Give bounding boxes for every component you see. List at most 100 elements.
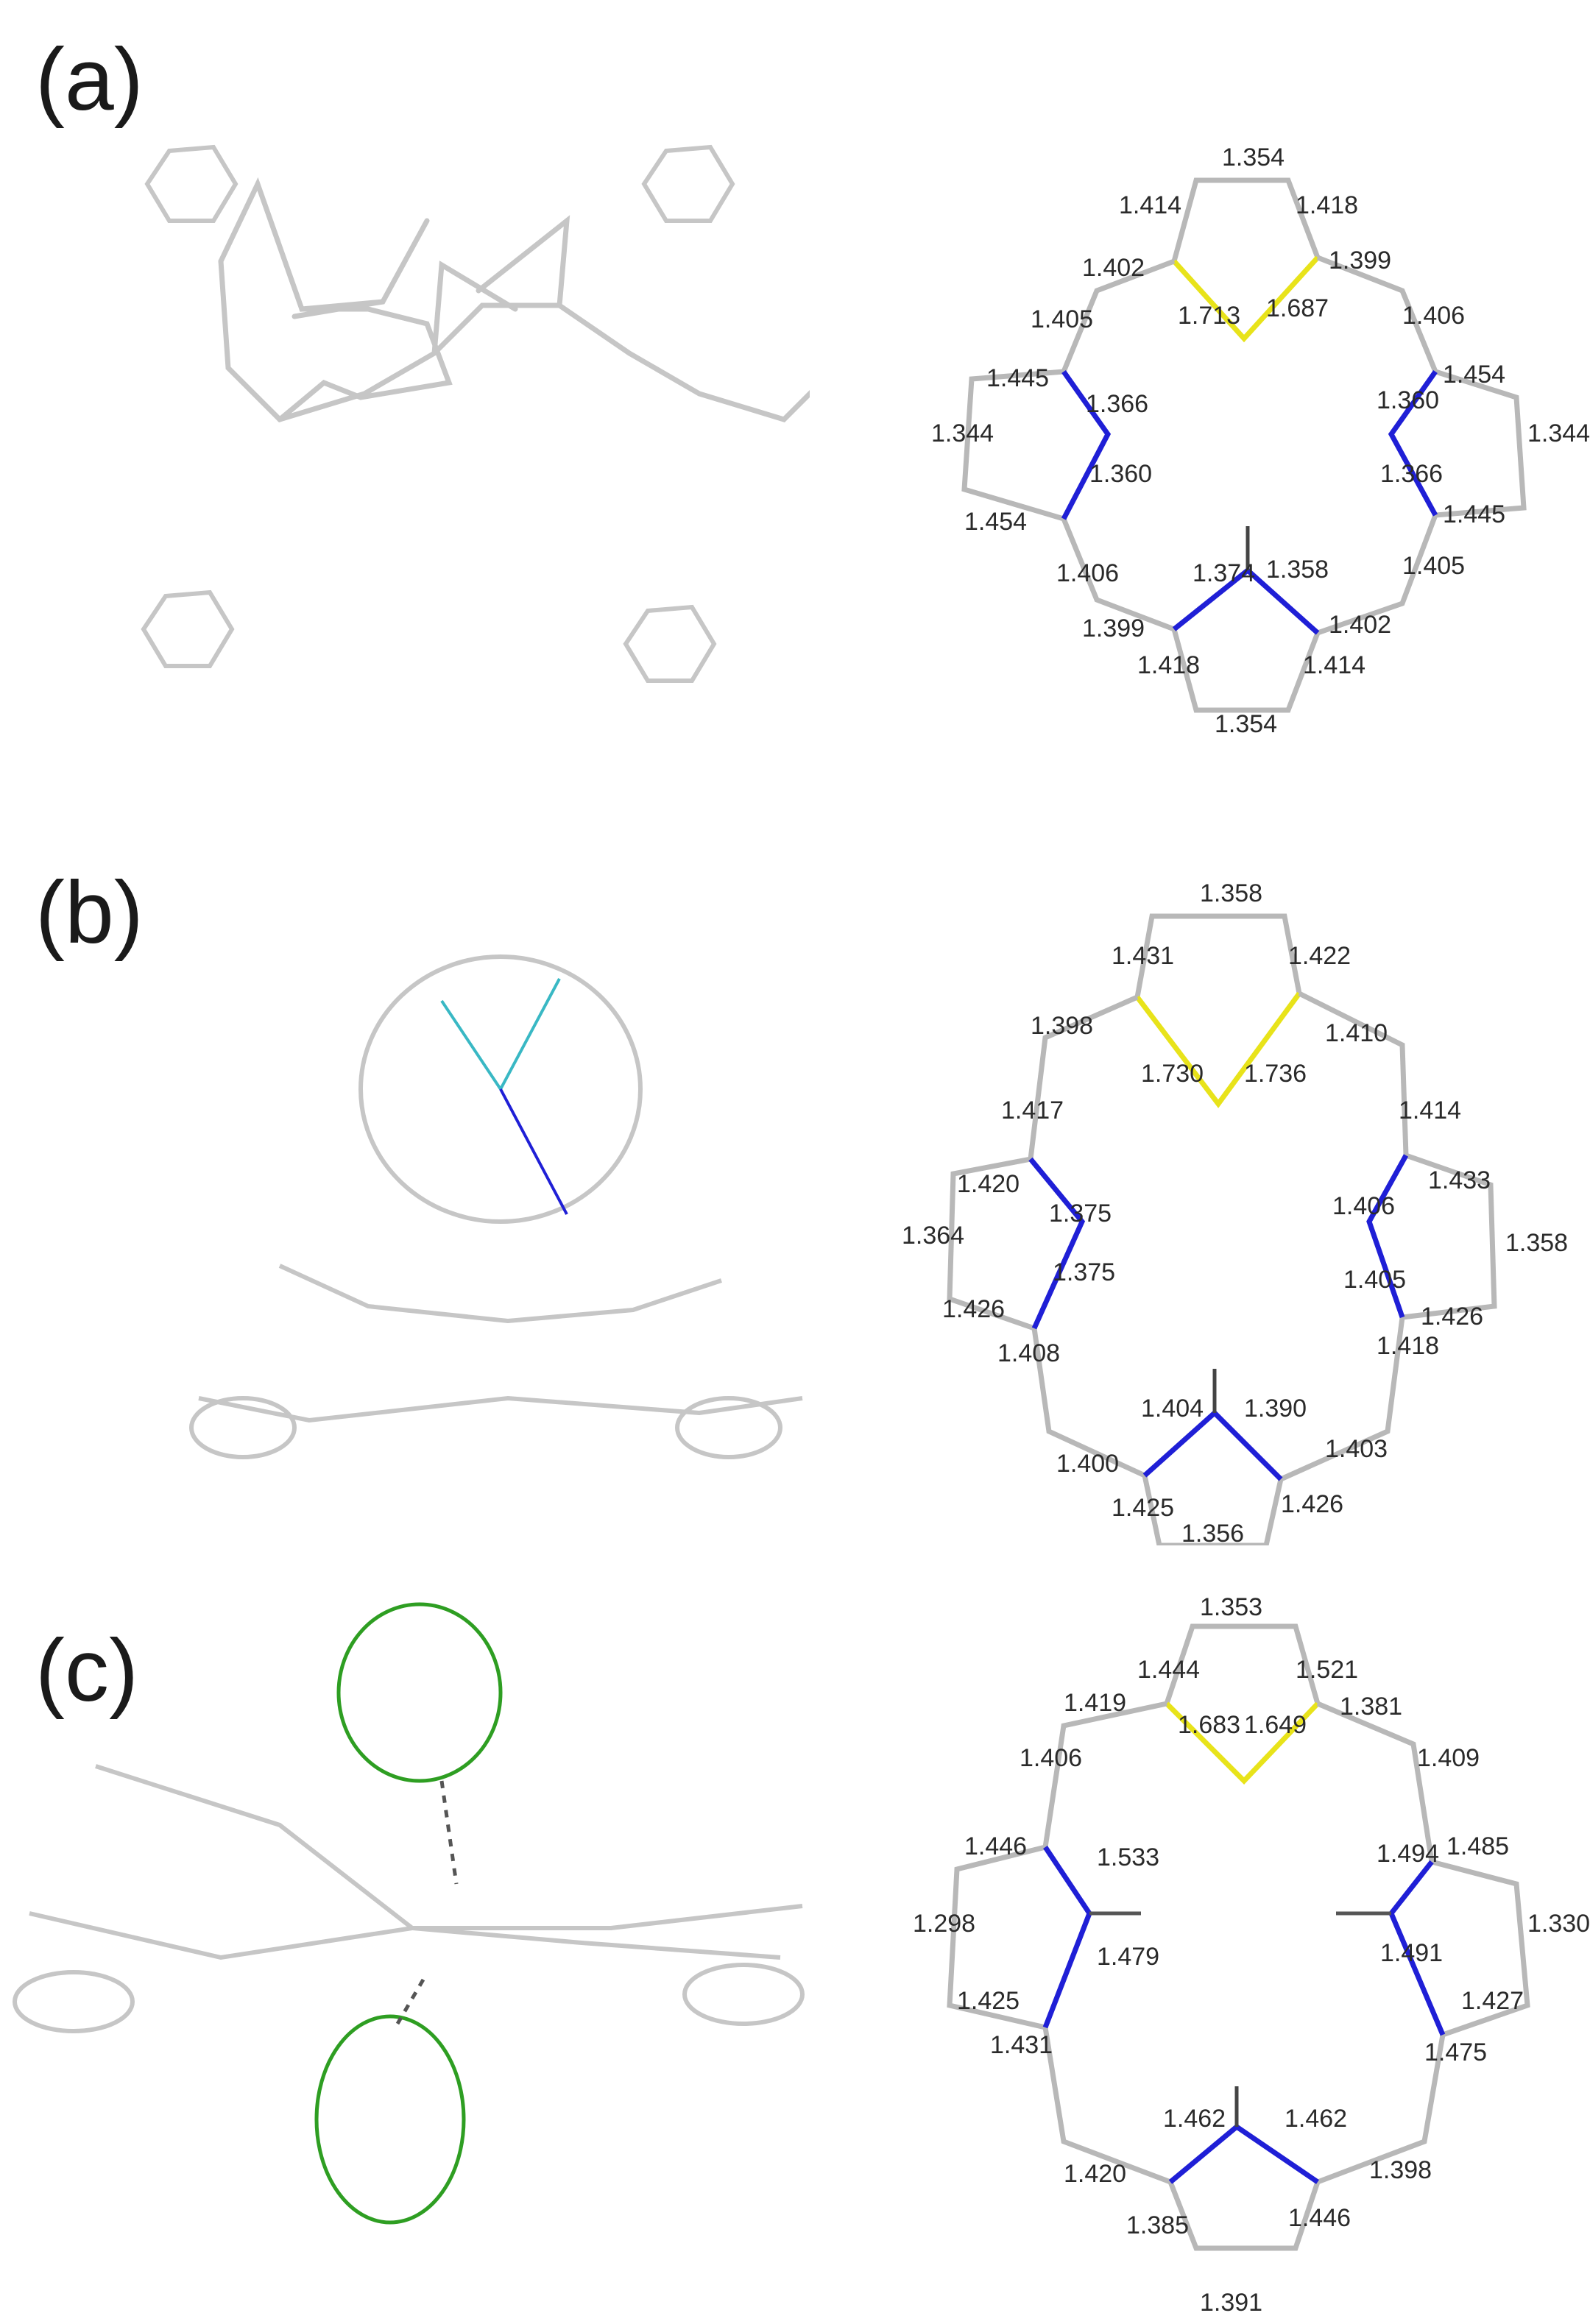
bond-label: 1.420: [1064, 2160, 1126, 2188]
bond-label: 1.390: [1244, 1395, 1307, 1423]
bond-label: 1.444: [1137, 1656, 1200, 1684]
bond-label: 1.736: [1244, 1060, 1307, 1088]
bond-length-diagram-c: 1.353 1.444 1.521 1.419 1.381 1.683 1.64…: [913, 1593, 1590, 2317]
bond-label: 1.353: [1200, 1593, 1262, 1621]
panel-b: (b) 1.358 1.431 1.422 1.398 1.410: [0, 780, 1590, 1545]
bond-label: 1.366: [1380, 460, 1443, 488]
bond-label: 1.445: [986, 364, 1049, 392]
bond-label: 1.426: [1421, 1303, 1483, 1331]
bond-label: 1.406: [1402, 302, 1465, 330]
molecule-structure-a: [141, 144, 810, 683]
bond-label: 1.425: [957, 1987, 1020, 2015]
bond-label: 1.375: [1049, 1200, 1112, 1227]
bond-label: 1.713: [1178, 302, 1240, 330]
bond-label: 1.358: [1505, 1229, 1568, 1257]
bond-label: 1.462: [1163, 2105, 1226, 2133]
bond-label: 1.410: [1325, 1019, 1388, 1047]
bond-label: 1.445: [1443, 500, 1505, 528]
bond-label: 1.730: [1141, 1060, 1204, 1088]
bond-label: 1.356: [1181, 1520, 1244, 1545]
bond-label: 1.454: [964, 508, 1027, 536]
bond-label: 1.462: [1285, 2105, 1347, 2133]
bond-label: 1.454: [1443, 361, 1505, 389]
bond-label: 1.433: [1428, 1166, 1491, 1194]
bond-label: 1.405: [1031, 305, 1093, 333]
bond-label: 1.330: [1527, 1910, 1590, 1938]
thiaporphyrin-b: [189, 1264, 803, 1459]
bond-label: 1.398: [1031, 1012, 1093, 1040]
bond-label: 1.354: [1215, 710, 1277, 738]
bond-label: 1.422: [1288, 942, 1351, 970]
bond-label: 1.475: [1424, 2038, 1487, 2066]
bond-label: 1.446: [964, 1832, 1027, 1860]
bond-label: 1.364: [902, 1222, 964, 1250]
phenyl-rings: [141, 144, 735, 683]
bond-length-diagram-b: 1.358 1.431 1.422 1.398 1.410 1.730 1.73…: [902, 879, 1568, 1545]
bond-label: 1.533: [1097, 1843, 1159, 1871]
bond-label: 1.418: [1296, 191, 1358, 219]
bond-label: 1.374: [1192, 559, 1255, 587]
bond-label: 1.399: [1082, 614, 1145, 642]
sbcl6-anions: [314, 1602, 503, 2225]
diagram-skeleton: [947, 1623, 1530, 2251]
thiaporphyrin-c: [13, 1764, 805, 2033]
panel-label: (b): [35, 863, 144, 962]
bond-length-diagram-a: 1.354 1.414 1.418 1.402 1.399 1.713 1.68…: [931, 144, 1590, 738]
thiophene-ring: [1171, 177, 1321, 262]
bond-label: 1.406: [1056, 559, 1119, 587]
bond-label: 1.491: [1380, 1939, 1443, 1967]
bond-label: 1.420: [957, 1170, 1020, 1198]
bond-label: 1.381: [1340, 1693, 1402, 1721]
bond-label: 1.403: [1325, 1435, 1388, 1463]
panel-c: (c) 1.353 1.444 1.521 1.41: [0, 1545, 1590, 2324]
bond-label: 1.405: [1343, 1266, 1406, 1294]
panel-label: (c): [35, 1621, 138, 1720]
bond-label: 1.402: [1329, 611, 1391, 639]
molecule-structure-c: [13, 1602, 805, 2225]
bond-label: 1.399: [1329, 247, 1391, 274]
bond-label: 1.414: [1119, 191, 1181, 219]
bond-label: 1.414: [1399, 1097, 1461, 1124]
bond-label: 1.683: [1178, 1711, 1240, 1739]
bond-label: 1.418: [1137, 651, 1200, 679]
bond-label: 1.405: [1402, 552, 1465, 580]
macrocycle-bonds: [218, 177, 810, 422]
bond-label: 1.431: [1112, 942, 1174, 970]
bond-label: 1.354: [1222, 144, 1285, 171]
bond-label: 1.425: [1112, 1494, 1174, 1522]
bond-label: 1.418: [1377, 1332, 1439, 1360]
bond-label: 1.408: [997, 1339, 1060, 1367]
crown-complex: [358, 954, 643, 1224]
bond-label: 1.426: [1281, 1490, 1343, 1518]
bond-label: 1.404: [1141, 1395, 1204, 1423]
bond-label: 1.414: [1303, 651, 1365, 679]
bond-label: 1.479: [1097, 1943, 1159, 1971]
bond-label: 1.446: [1288, 2204, 1351, 2232]
diagram-skeleton: [961, 177, 1527, 713]
bond-label: 1.649: [1244, 1711, 1307, 1739]
bond-label: 1.419: [1064, 1689, 1126, 1717]
bond-label: 1.298: [913, 1910, 975, 1938]
bond-label: 1.687: [1266, 294, 1329, 322]
bond-label: 1.360: [1377, 386, 1439, 414]
sulfur-bonds: [1172, 255, 1320, 343]
bond-label: 1.494: [1377, 1840, 1439, 1868]
molecule-structure-b: [189, 954, 803, 1459]
bond-label: 1.406: [1332, 1192, 1395, 1220]
panel-label: (a): [35, 30, 144, 129]
bond-label: 1.344: [931, 419, 994, 447]
bond-label: 1.360: [1089, 460, 1152, 488]
bond-label: 1.385: [1126, 2211, 1189, 2239]
bond-label: 1.406: [1020, 1744, 1082, 1772]
bond-label: 1.431: [990, 2031, 1053, 2059]
panel-a: (a) 1.354 1.414 1.418 1.40: [0, 0, 1590, 780]
bond-label: 1.398: [1369, 2156, 1432, 2184]
bond-label: 1.358: [1266, 556, 1329, 584]
bond-label: 1.400: [1056, 1450, 1119, 1478]
bond-label: 1.426: [942, 1295, 1005, 1323]
bond-label: 1.391: [1200, 2289, 1262, 2317]
bond-label: 1.485: [1446, 1832, 1509, 1860]
bond-label: 1.521: [1296, 1656, 1358, 1684]
bond-label: 1.366: [1086, 390, 1148, 418]
bond-label: 1.375: [1053, 1258, 1115, 1286]
